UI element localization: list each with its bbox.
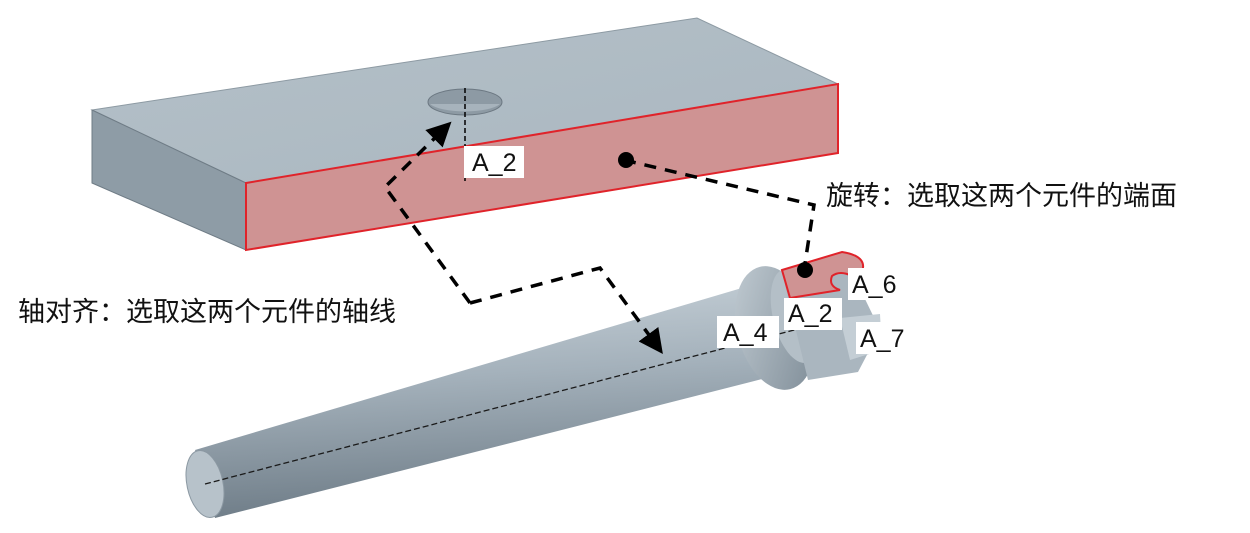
axis-tag-shaft-lug: A_2 bbox=[784, 298, 842, 330]
axis-tag-lug-a6: A_6 bbox=[848, 268, 906, 300]
axis-tag-lug-a6-text: A_6 bbox=[852, 271, 896, 299]
shaft-lug-face-selected bbox=[780, 250, 864, 300]
rotate-pick-point-shaft bbox=[797, 262, 813, 278]
plate-front-face-selected bbox=[245, 82, 839, 252]
axis-tag-shaft-main-text: A_4 bbox=[723, 319, 768, 347]
leader-lines bbox=[382, 121, 816, 354]
shaft-part bbox=[185, 250, 882, 518]
rotate-leader bbox=[623, 158, 816, 271]
axis-align-annotation: 轴对齐：选取这两个元件的轴线 bbox=[18, 297, 396, 327]
axis-align-leader bbox=[469, 265, 663, 354]
shaft-axis-line bbox=[204, 317, 841, 485]
rotate-pick-point-plate bbox=[618, 152, 634, 168]
axis-align-leader-up bbox=[382, 121, 472, 305]
rotate-annotation: 旋转：选取这两个元件的端面 bbox=[826, 181, 1177, 211]
axis-tag-shaft-main: A_4 bbox=[717, 316, 779, 348]
axis-tag-shaft-lug-text: A_2 bbox=[788, 300, 832, 328]
plate-part bbox=[90, 17, 840, 252]
shaft-rod bbox=[195, 285, 778, 518]
axis-tag-lug-a7: A_7 bbox=[856, 322, 914, 354]
axis-tag-plate-hole: A_2 bbox=[464, 146, 524, 178]
axis-tag-plate-hole-text: A_2 bbox=[472, 149, 516, 177]
axis-tag-lug-a7-text: A_7 bbox=[860, 325, 904, 353]
